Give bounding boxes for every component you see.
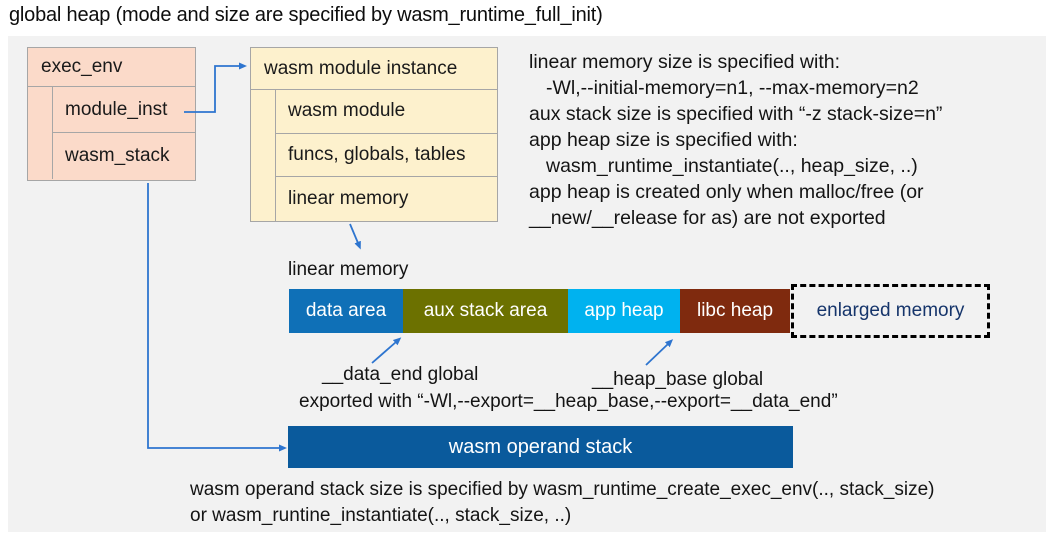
module-instance-box: wasm module instance wasm module funcs, …	[250, 47, 498, 222]
module-instance-rows: wasm module funcs, globals, tables linea…	[275, 90, 497, 221]
exec-env-row-wasm-stack: wasm_stack	[52, 133, 195, 179]
export-note-label: exported with “-Wl,--export=__heap_base,…	[299, 391, 838, 412]
module-instance-label: wasm module instance	[251, 48, 497, 90]
module-instance-row-linear-memory: linear memory	[275, 177, 497, 221]
memory-size-notes: linear memory size is specified with: -W…	[529, 49, 1034, 231]
segment-aux-stack-area: aux stack area	[403, 289, 568, 333]
heap-base-global-label: __heap_base global	[592, 369, 764, 390]
exec-env-rows: module_inst wasm_stack	[52, 87, 195, 179]
linear-memory-label: linear memory	[288, 259, 409, 280]
segment-app-heap: app heap	[568, 289, 680, 333]
note-line: linear memory size is specified with:	[529, 51, 841, 73]
note-line: __new/__release for as) are not exported	[529, 207, 886, 229]
data-end-global-label: __data_end global	[322, 364, 479, 385]
operand-note-line-1: wasm operand stack size is specified by …	[190, 479, 935, 500]
exec-env-box: exec_env module_inst wasm_stack	[27, 47, 196, 181]
note-line: wasm_runtime_instantiate(.., heap_size, …	[546, 155, 918, 177]
wasm-operand-stack-bar: wasm operand stack	[288, 426, 793, 468]
note-line: aux stack size is specified with “-z sta…	[529, 103, 943, 125]
page-title: global heap (mode and size are specified…	[9, 4, 603, 26]
exec-env-label: exec_env	[28, 48, 195, 87]
note-line: -Wl,--initial-memory=n1, --max-memory=n2	[546, 77, 919, 99]
note-line: app heap size is specified with:	[529, 129, 798, 151]
operand-note-line-2: or wasm_runtine_instantiate(.., stack_si…	[190, 505, 572, 526]
segment-enlarged-memory: enlarged memory	[791, 284, 990, 338]
operand-stack-notes: wasm operand stack size is specified by …	[190, 477, 1040, 529]
segment-data-area: data area	[289, 289, 403, 333]
module-instance-row-funcs-globals-tables: funcs, globals, tables	[275, 133, 497, 177]
note-line: app heap is created only when malloc/fre…	[529, 181, 924, 203]
segment-libc-heap: libc heap	[680, 289, 790, 333]
module-instance-row-wasm-module: wasm module	[275, 90, 497, 134]
exec-env-row-module-inst: module_inst	[52, 87, 195, 133]
